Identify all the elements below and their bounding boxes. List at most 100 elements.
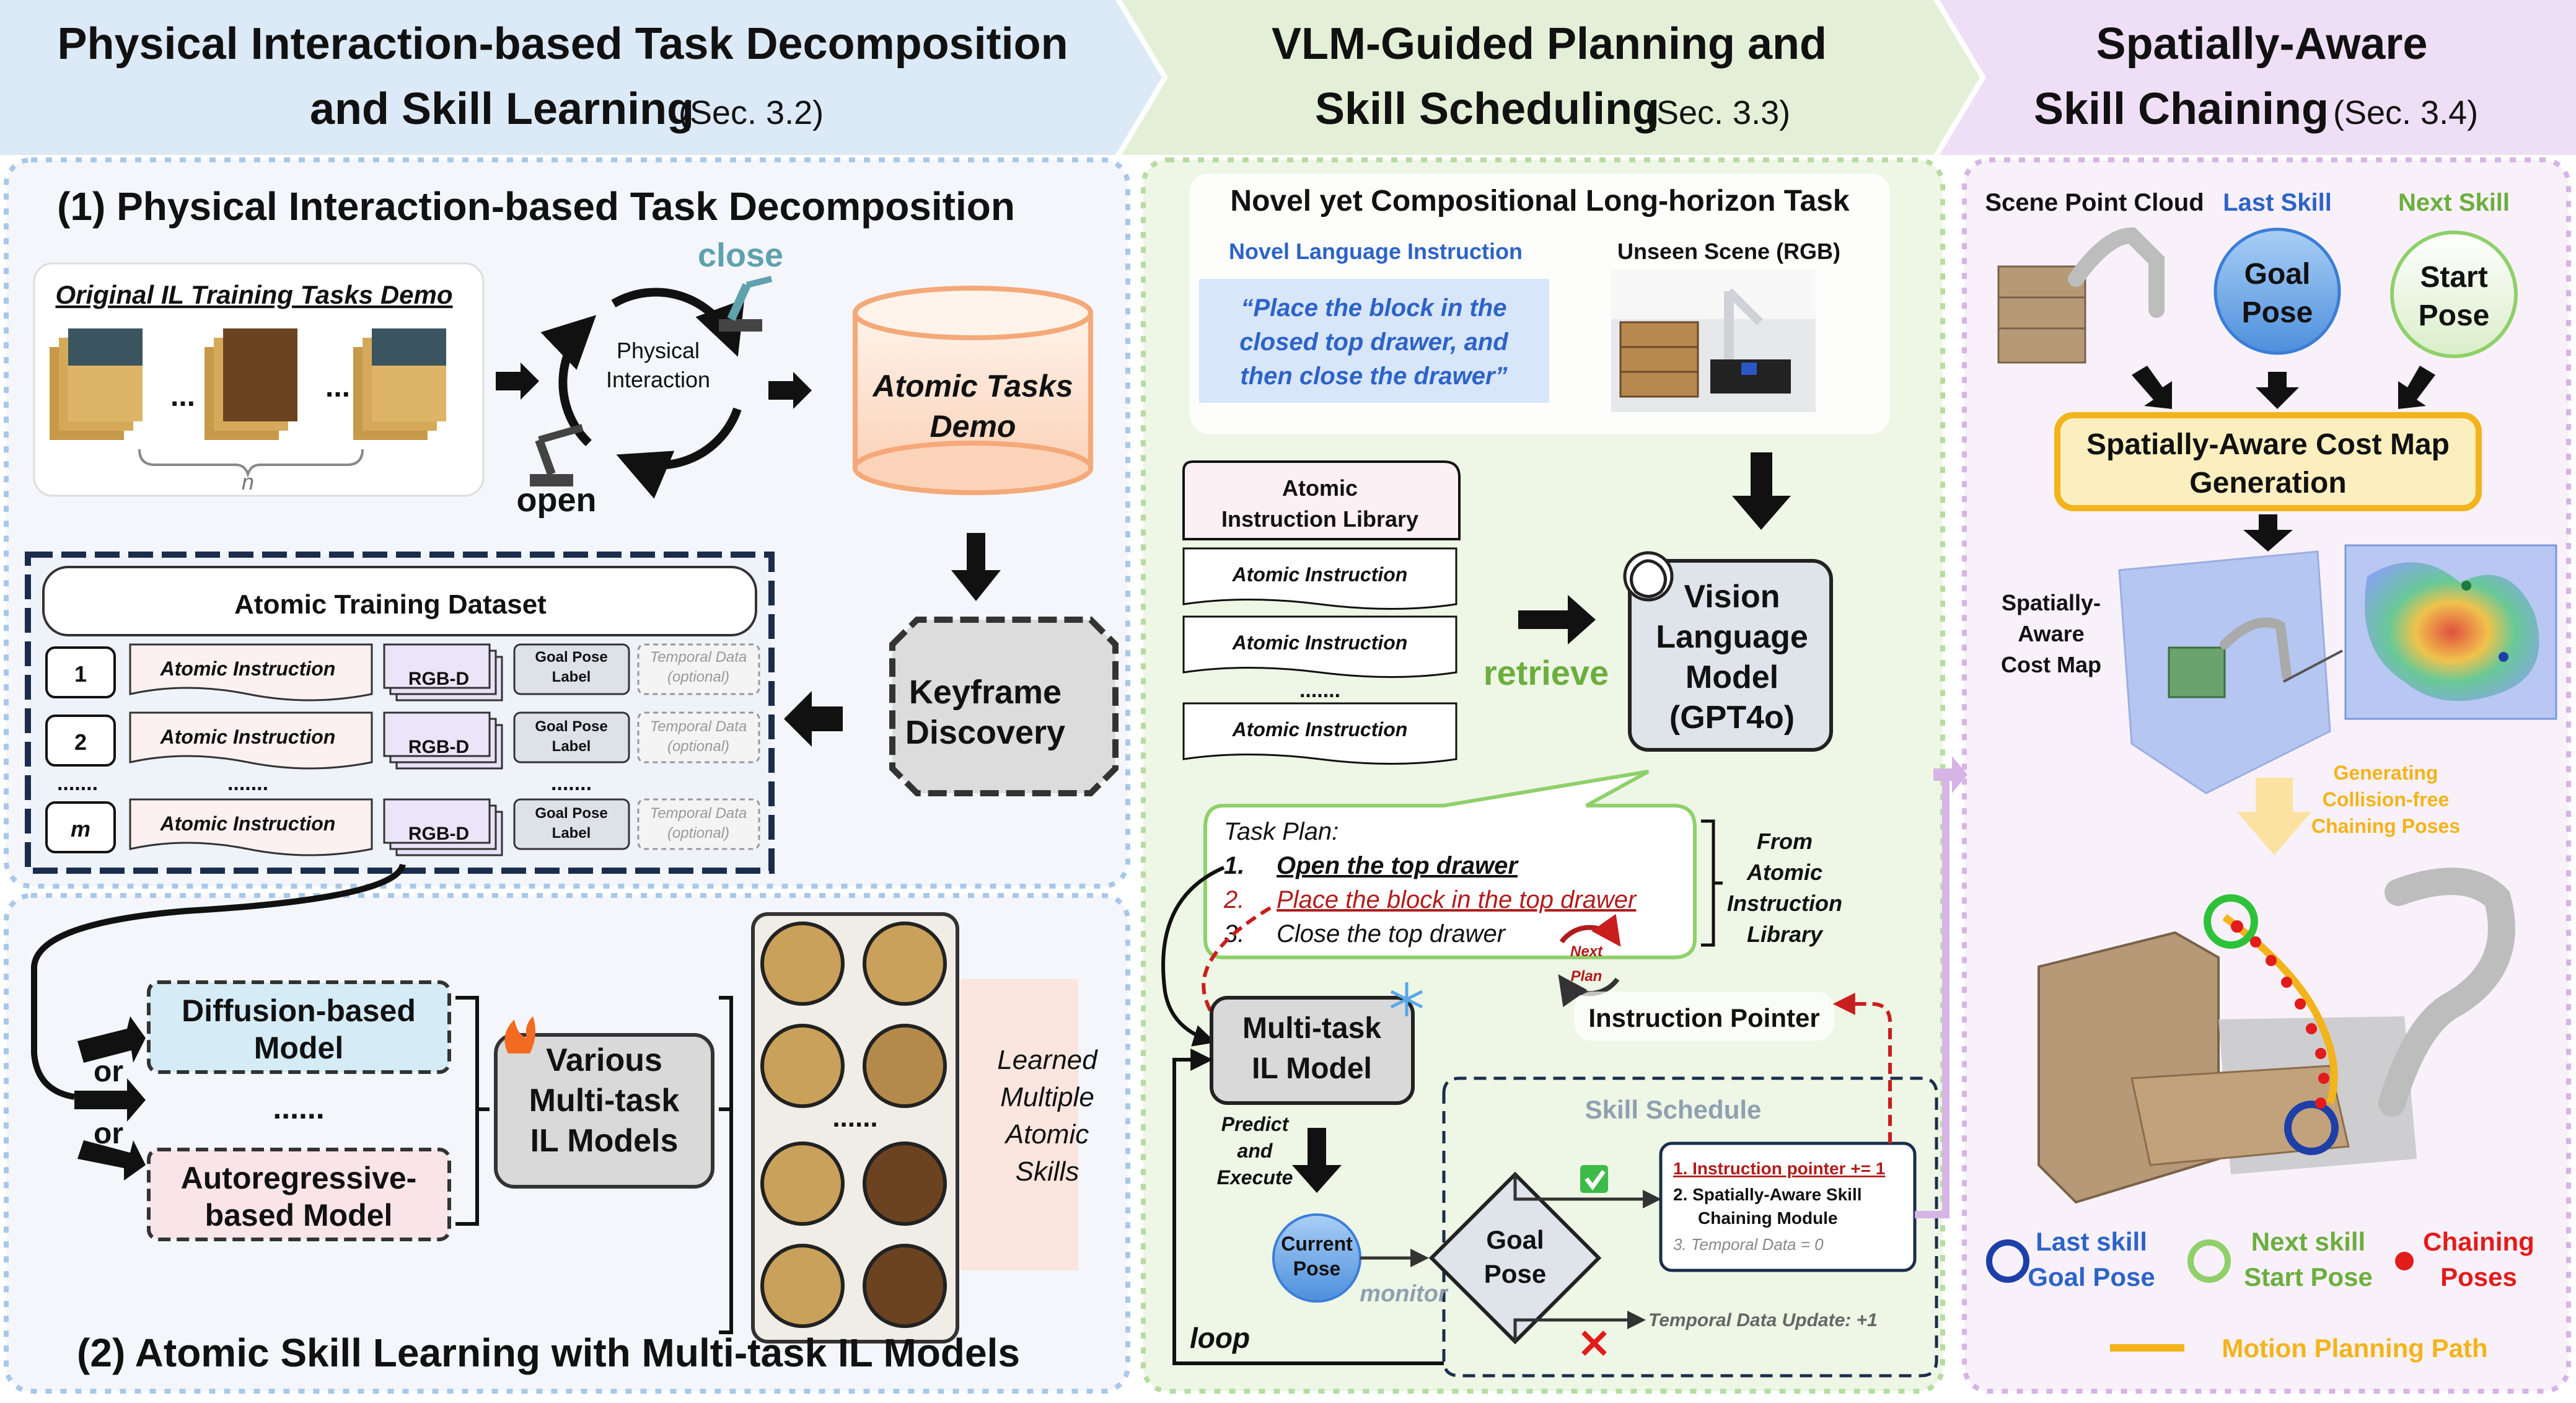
connector-dataset-to-models xyxy=(31,863,406,1100)
vlm-box: Vision Language Model (GPT4o) xyxy=(1623,551,1833,752)
sched-item-3: 3. Temporal Data = 0 xyxy=(1673,1235,1824,1254)
legend-path-label: Motion Planning Path xyxy=(2222,1334,2487,1363)
dataset-row-1: 1 Atomic Instruction RGB-D Goal Pose Lab… xyxy=(45,643,760,702)
quote-line-1: “Place the block in the xyxy=(1241,294,1506,322)
vlm-label-4: (GPT4o) xyxy=(1669,700,1795,736)
various-label-3: IL Models xyxy=(530,1123,679,1159)
row-m-idx: m xyxy=(71,816,90,842)
sched-item-2: 2. Spatially-Aware Skill xyxy=(1673,1185,1862,1204)
arrow-demo-to-cycle xyxy=(496,363,539,400)
fire-icon xyxy=(504,1016,535,1053)
or-label-1: or xyxy=(94,1055,123,1088)
zoom-line xyxy=(2283,649,2343,683)
start-pose-label-1: Start xyxy=(2420,261,2487,294)
row-2-rgbd: RGB-D xyxy=(408,737,469,757)
demo-dots-1: ... xyxy=(170,380,195,413)
row-dots-goal: ....... xyxy=(551,772,592,795)
legend-chain-1: Chaining xyxy=(2423,1227,2534,1256)
library-item-2: Atomic Instruction xyxy=(1232,631,1408,654)
sched-item-1: 1. Instruction pointer += 1 xyxy=(1673,1159,1885,1178)
schedule-actions-box: 1. Instruction pointer += 1 2. Spatially… xyxy=(1659,1141,1917,1272)
keyframe-label-1: Keyframe xyxy=(909,674,1062,711)
plan-to-il-connector xyxy=(1161,866,1225,1047)
goal-pose-label-2: Pose xyxy=(2242,296,2313,329)
costmap-label-2: Generation xyxy=(2189,467,2346,499)
row-1-temp-2: (optional) xyxy=(667,669,729,685)
goal-label-1: Goal xyxy=(1486,1225,1544,1254)
goal-yes-line xyxy=(1513,1174,1661,1208)
phys-label-2: Interaction xyxy=(606,367,710,392)
chaining-connector-arrow xyxy=(1933,756,1967,793)
model-dots: ...... xyxy=(273,1091,324,1125)
predict-label-1: Predict xyxy=(1221,1113,1290,1135)
plan-title: Task Plan: xyxy=(1224,818,1339,845)
autoregressive-model-box: Autoregressive- based Model xyxy=(147,1148,451,1241)
keyframe-discovery-box: Keyframe Discovery xyxy=(889,617,1119,796)
gen-label-3: Chaining Poses xyxy=(2311,815,2460,837)
row-2-goal-2: Label xyxy=(552,738,591,755)
legend-next-icon xyxy=(2187,1239,2231,1283)
legend-chain-icon xyxy=(2395,1252,2414,1270)
row-1-goal-1: Goal Pose xyxy=(535,649,607,666)
library-title-1: Atomic xyxy=(1282,475,1358,501)
pointer-box xyxy=(1574,992,1834,1041)
left-title-1: (1) Physical Interaction-based Task Deco… xyxy=(57,184,1015,229)
task-plan-bubble: Task Plan: 1. Open the top drawer 2. Pla… xyxy=(1203,770,1697,959)
from-label-3: Instruction xyxy=(1727,891,1842,916)
library-item-3: Atomic Instruction xyxy=(1232,718,1408,741)
learned-skills-grid: ...... xyxy=(751,912,959,1344)
from-label-4: Library xyxy=(1747,921,1824,947)
row-dots-idx: ....... xyxy=(57,772,98,795)
skills-bracket xyxy=(719,996,733,1334)
vlm-label-1: Vision xyxy=(1684,579,1780,615)
retrieve-label: retrieve xyxy=(1484,653,1609,692)
header-1-line1: Physical Interaction-based Task Decompos… xyxy=(57,19,1068,69)
atomic-demo-label-2: Demo xyxy=(930,409,1016,444)
vlm-label-3: Model xyxy=(1686,659,1778,695)
arrow-scene-to-vlm xyxy=(1732,452,1791,530)
loop-path xyxy=(1172,1049,1444,1365)
arrow-goal-to-costmap xyxy=(2256,372,2299,409)
row-m-instr: Atomic Instruction xyxy=(160,812,336,835)
keyframe-label-2: Discovery xyxy=(905,714,1065,751)
learned-label-4: Skills xyxy=(1016,1156,1079,1187)
learned-label-3: Atomic xyxy=(1004,1119,1089,1150)
plan-step-1: Open the top drawer xyxy=(1277,852,1519,879)
header-section-3: Spatially-Aware Skill Chaining (Sec. 3.4… xyxy=(1940,0,2576,155)
row-1-instr: Atomic Instruction xyxy=(160,658,336,680)
row-2-temp-2: (optional) xyxy=(667,738,729,755)
demo-n: n xyxy=(242,469,254,495)
close-label: close xyxy=(698,237,783,274)
mid-title: Novel yet Compositional Long-horizon Tas… xyxy=(1230,185,1849,218)
unseen-scene-image xyxy=(1611,270,1816,412)
from-label-2: Atomic xyxy=(1746,860,1822,885)
robot-arm-icon xyxy=(719,276,773,332)
unseen-scene-label: Unseen Scene (RGB) xyxy=(1617,239,1840,264)
demo-thumbnails xyxy=(50,328,446,440)
dataset-title: Atomic Training Dataset xyxy=(234,589,547,620)
arrow-il-to-current xyxy=(1292,1128,1342,1193)
diffusion-model-box: Diffusion-based Model xyxy=(147,980,451,1074)
header-2-line1: VLM-Guided Planning and xyxy=(1272,19,1827,69)
row-2-idx: 2 xyxy=(74,729,87,755)
plan-bracket xyxy=(1701,819,1723,947)
cross-icon xyxy=(1581,1330,1607,1356)
row-m-rgbd: RGB-D xyxy=(408,824,469,844)
header-section-2: VLM-Guided Planning and Skill Scheduling… xyxy=(1122,0,1980,155)
row-1-goal-2: Label xyxy=(552,669,591,685)
autoreg-label-2: based Model xyxy=(205,1198,393,1233)
legend-chain-2: Poses xyxy=(2440,1262,2517,1291)
learned-label-1: Learned xyxy=(997,1045,1098,1075)
header-1-line2: and Skill Learning xyxy=(310,84,694,134)
last-skill-label: Last Skill xyxy=(2223,189,2332,216)
scene-pc-label: Scene Point Cloud xyxy=(1985,189,2204,216)
header-2-sec: (Sec. 3.3) xyxy=(1645,94,1790,131)
chaining-scene-point-cloud xyxy=(2038,868,2515,1204)
dataset-row-m: m Atomic Instruction RGB-D Goal Pose Lab… xyxy=(45,798,760,856)
goal-label-2: Pose xyxy=(1484,1259,1546,1288)
openai-icon xyxy=(1623,551,1674,602)
multitask-label-1: Multi-task xyxy=(1242,1012,1381,1045)
instruction-pointer-label: Instruction Pointer xyxy=(1588,1003,1819,1032)
goal-pose-diamond: Goal Pose xyxy=(1428,1171,1602,1345)
start-pose-circle: Start Pose xyxy=(2390,231,2518,358)
